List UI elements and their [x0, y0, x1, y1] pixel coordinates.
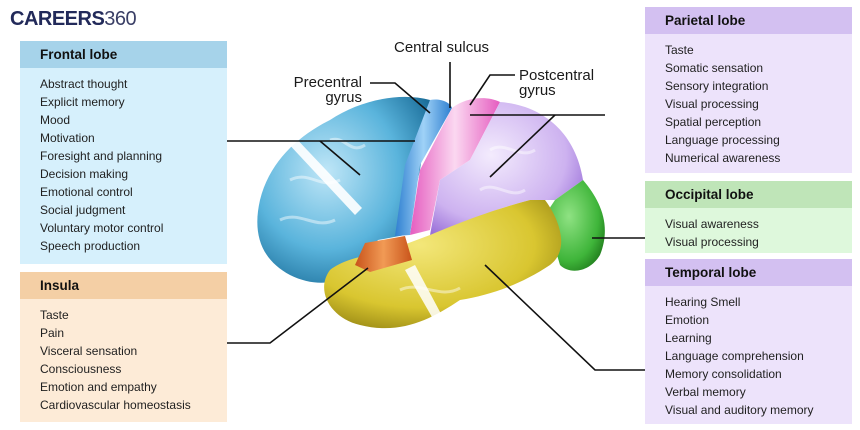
list-item: Speech production — [40, 239, 141, 253]
list-item: Numerical awareness — [665, 151, 781, 165]
list-item: Consciousness — [40, 362, 122, 376]
frontal-pointer-line — [319, 140, 361, 176]
precentral-line — [370, 82, 431, 114]
insula-line — [227, 267, 369, 344]
panel-title: Occipital lobe — [645, 181, 852, 208]
function-list: Taste Pain Visceral sensation Consciousn… — [20, 299, 227, 420]
list-item: Pain — [40, 326, 65, 340]
careers360-logo: CAREERS360 — [10, 8, 137, 31]
precentral-line1: Precentral — [293, 74, 362, 91]
postcentral-line2: gyrus — [519, 82, 556, 99]
list-item: Visual processing — [665, 235, 759, 249]
list-item: Emotional control — [40, 185, 133, 199]
panel-title: Insula — [20, 272, 227, 299]
list-item: Motivation — [40, 131, 95, 145]
list-item: Language comprehension — [665, 349, 804, 363]
temporal-lobe-panel: Temporal lobe Hearing Smell Emotion Lear… — [645, 259, 852, 424]
function-list: Taste Somatic sensation Sensory integrat… — [645, 34, 852, 173]
postcentral-line — [469, 74, 515, 106]
central-sulcus-text: Central sulcus — [394, 39, 490, 56]
precentral-gyrus-label: Precentral gyrus — [286, 75, 362, 105]
list-item: Visual processing — [665, 97, 759, 111]
list-item: Mood — [40, 113, 71, 127]
list-item: Memory consolidation — [665, 367, 782, 381]
list-item: Somatic sensation — [665, 61, 764, 75]
list-item: Voluntary motor control — [40, 221, 164, 235]
list-item: Foresight and planning — [40, 149, 163, 163]
postcentral-line1: Postcentral — [519, 67, 595, 84]
function-list: Abstract thought Explicit memory Mood Mo… — [20, 68, 227, 261]
list-item: Language processing — [665, 133, 780, 147]
list-item: Decision making — [40, 167, 129, 181]
function-list: Hearing Smell Emotion Learning Language … — [645, 286, 852, 425]
postcentral-gyrus-region — [410, 98, 500, 235]
function-list: Visual awareness Visual processing — [645, 208, 852, 257]
central-sulcus-label: Central sulcus — [394, 40, 489, 55]
list-item: Emotion and empathy — [40, 380, 157, 394]
list-item: Social judgment — [40, 203, 126, 217]
list-item: Learning — [665, 331, 712, 345]
precentral-line2: gyrus — [325, 89, 362, 106]
parietal-lobe-region — [430, 102, 583, 235]
list-item: Visceral sensation — [40, 344, 138, 358]
temporal-line — [484, 264, 645, 371]
list-item: Hearing Smell — [665, 295, 741, 309]
list-item: Visual and auditory memory — [665, 403, 814, 417]
insula-panel: Insula Taste Pain Visceral sensation Con… — [20, 272, 227, 422]
parietal-pointer-line — [489, 114, 556, 178]
list-item: Taste — [40, 308, 69, 322]
insula-region — [355, 236, 412, 272]
list-item: Emotion — [665, 313, 710, 327]
list-item: Sensory integration — [665, 79, 769, 93]
panel-title: Frontal lobe — [20, 41, 227, 68]
list-item: Taste — [665, 43, 694, 57]
postcentral-gyrus-label: Postcentral gyrus — [519, 68, 594, 98]
panel-title: Temporal lobe — [645, 259, 852, 286]
list-item: Abstract thought — [40, 77, 128, 91]
list-item: Explicit memory — [40, 95, 125, 109]
parietal-lobe-panel: Parietal lobe Taste Somatic sensation Se… — [645, 7, 852, 173]
temporal-lobe-region — [324, 200, 562, 329]
occipital-lobe-panel: Occipital lobe Visual awareness Visual p… — [645, 181, 852, 253]
logo-bold: CAREERS — [10, 8, 105, 30]
list-item: Spatial perception — [665, 115, 762, 129]
logo-light: 360 — [104, 8, 137, 30]
list-item: Cardiovascular homeostasis — [40, 398, 191, 412]
panel-title: Parietal lobe — [645, 7, 852, 34]
list-item: Verbal memory — [665, 385, 746, 399]
precentral-gyrus-region — [395, 99, 452, 237]
frontal-lobe-panel: Frontal lobe Abstract thought Explicit m… — [20, 41, 227, 264]
list-item: Visual awareness — [665, 217, 759, 231]
